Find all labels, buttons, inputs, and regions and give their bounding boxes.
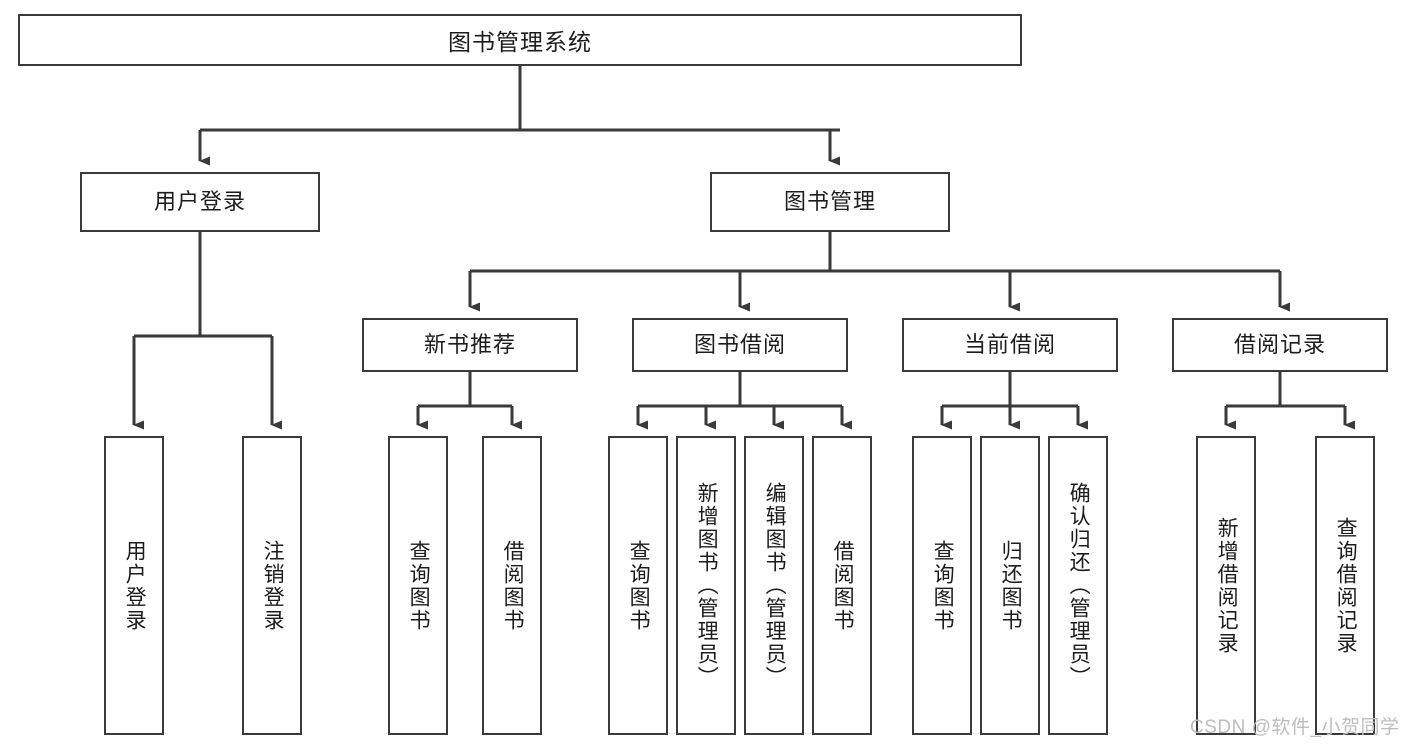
leaf-label: 查询图书 [627,539,651,632]
leaf-label: 新增图书（管理员） [695,482,719,689]
leaf-label: 用户登录 [123,539,147,632]
leaf-label: 借阅图书 [501,539,525,632]
leaf-user-login[interactable]: 用户登录 [104,436,164,735]
node-book-management[interactable]: 图书管理 [710,172,950,232]
leaf-borrow-borrow-book[interactable]: 借阅图书 [812,436,872,735]
leaf-label: 注销登录 [261,539,285,632]
leaf-label: 查询图书 [931,539,955,632]
leaf-recommend-borrow-book[interactable]: 借阅图书 [482,436,542,735]
node-borrow-record[interactable]: 借阅记录 [1172,318,1388,372]
leaf-current-return-book[interactable]: 归还图书 [980,436,1040,735]
leaf-label: 确认归还（管理员） [1067,482,1091,689]
leaf-borrow-add-book-admin[interactable]: 新增图书（管理员） [676,436,736,735]
leaf-label: 借阅图书 [831,539,855,632]
leaf-current-query-book[interactable]: 查询图书 [912,436,972,735]
leaf-recommend-query-book[interactable]: 查询图书 [388,436,448,735]
leaf-label: 编辑图书（管理员） [763,482,787,689]
node-book-borrow[interactable]: 图书借阅 [632,318,848,372]
csdn-watermark: CSDN @软件_小贺同学 [1190,717,1400,738]
leaf-label: 归还图书 [999,539,1023,632]
leaf-label: 查询图书 [407,539,431,632]
leaf-label: 查询借阅记录 [1334,516,1358,655]
leaf-record-query-borrow-record[interactable]: 查询借阅记录 [1315,436,1375,735]
node-user-login[interactable]: 用户登录 [80,172,320,232]
leaf-borrow-query-book[interactable]: 查询图书 [608,436,668,735]
node-current-borrow[interactable]: 当前借阅 [902,318,1118,372]
leaf-current-confirm-return-admin[interactable]: 确认归还（管理员） [1048,436,1108,735]
leaf-label: 新增借阅记录 [1215,516,1239,655]
node-new-book-recommend[interactable]: 新书推荐 [362,318,578,372]
leaf-user-logout[interactable]: 注销登录 [242,436,302,735]
leaf-record-add-borrow-record[interactable]: 新增借阅记录 [1196,436,1256,735]
node-root-system[interactable]: 图书管理系统 [18,14,1022,66]
leaf-borrow-edit-book-admin[interactable]: 编辑图书（管理员） [744,436,804,735]
